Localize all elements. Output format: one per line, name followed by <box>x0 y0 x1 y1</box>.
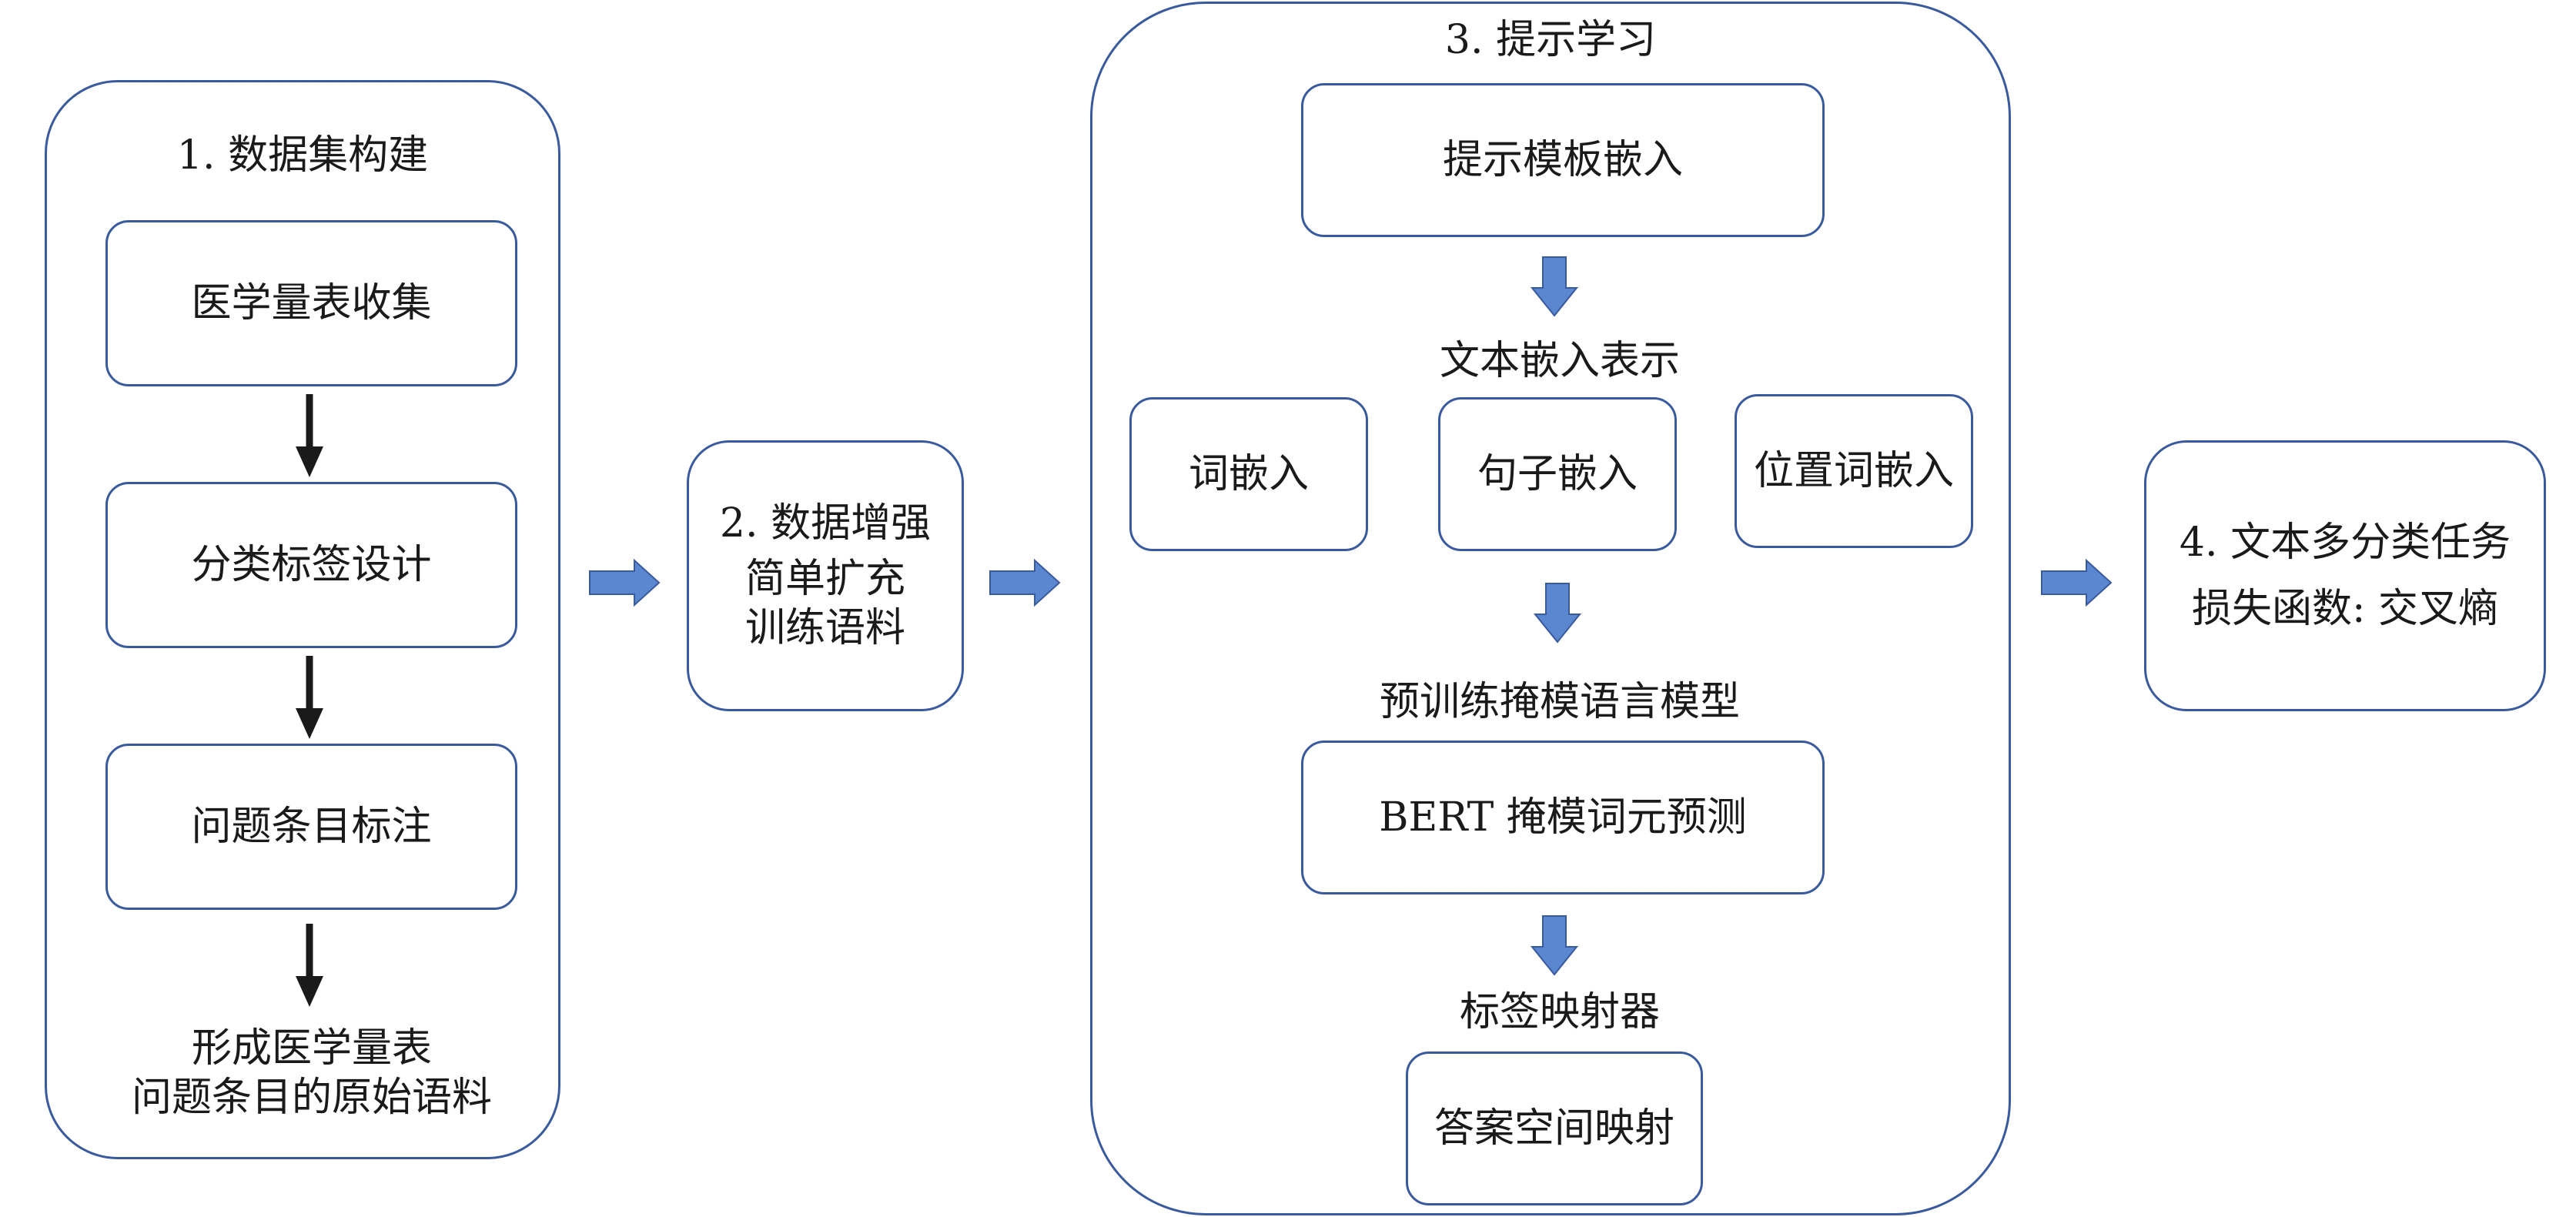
black-arrow-1 <box>296 394 323 477</box>
verbalizer-label: 标签映射器 <box>1459 989 1660 1035</box>
block-arrow-embedding-to-mlm <box>1533 583 1582 644</box>
stage2-title: 2. 数据增强 <box>719 500 932 547</box>
block-arrow-stage2-to-3 <box>989 558 1061 607</box>
word-embedding-box: 词嵌入 <box>1129 397 1368 551</box>
stage2-line2: 训练语料 <box>744 605 905 651</box>
template-embedding-label: 提示模板嵌入 <box>1442 137 1683 183</box>
answer-space-label: 答案空间映射 <box>1434 1105 1674 1152</box>
mlm-label: 预训练掩模语言模型 <box>1379 679 1740 725</box>
mlm-box: BERT 掩模词元预测 <box>1301 741 1825 894</box>
stage1-title: 1. 数据集构建 <box>176 132 429 179</box>
step-item-annotation-label: 问题条目标注 <box>191 804 432 850</box>
stage4-box: 4. 文本多分类任务 损失函数: 交叉熵 <box>2144 440 2546 711</box>
block-arrow-mlm-to-verbalizer <box>1530 915 1579 976</box>
stage1-panel <box>45 80 560 1159</box>
step-label-design: 分类标签设计 <box>105 482 517 648</box>
block-arrow-template-to-embedding <box>1530 256 1579 317</box>
block-arrow-stage1-to-2 <box>589 558 661 607</box>
sentence-embedding-box: 句子嵌入 <box>1438 397 1677 551</box>
position-embedding-label: 位置词嵌入 <box>1753 448 1954 494</box>
stage2-box: 2. 数据增强 简单扩充 训练语料 <box>687 440 964 711</box>
step-collect-scales-label: 医学量表收集 <box>191 280 432 326</box>
position-embedding-box: 位置词嵌入 <box>1735 394 1973 548</box>
stage2-line1: 简单扩充 <box>744 556 905 602</box>
stage4-line2: 损失函数: 交叉熵 <box>2191 586 2499 632</box>
block-arrow-stage3-to-4 <box>2041 558 2113 607</box>
stage4-line1: 4. 文本多分类任务 <box>2179 520 2511 566</box>
step-item-annotation: 问题条目标注 <box>105 744 517 910</box>
word-embedding-label: 词嵌入 <box>1188 451 1309 497</box>
stage2-text: 2. 数据增强 简单扩充 训练语料 <box>720 499 931 653</box>
stage1-output-line1: 形成医学量表 <box>191 1025 432 1072</box>
stage1-output: 形成医学量表 问题条目的原始语料 <box>92 1024 531 1122</box>
mlm-box-label: BERT 掩模词元预测 <box>1379 794 1747 841</box>
step-collect-scales: 医学量表收集 <box>105 220 517 386</box>
stage3-panel <box>1090 2 2011 1215</box>
text-embedding-label: 文本嵌入表示 <box>1439 338 1680 384</box>
template-embedding-box: 提示模板嵌入 <box>1301 83 1825 237</box>
stage1-output-line2: 问题条目的原始语料 <box>131 1075 492 1121</box>
stage4-text: 4. 文本多分类任务 损失函数: 交叉熵 <box>2180 518 2511 634</box>
step-label-design-label: 分类标签设计 <box>191 542 432 588</box>
answer-space-box: 答案空间映射 <box>1406 1052 1703 1205</box>
sentence-embedding-label: 句子嵌入 <box>1477 451 1638 497</box>
black-arrow-3 <box>296 924 323 1007</box>
black-arrow-2 <box>296 656 323 739</box>
stage3-title: 3. 提示学习 <box>1444 17 1657 63</box>
